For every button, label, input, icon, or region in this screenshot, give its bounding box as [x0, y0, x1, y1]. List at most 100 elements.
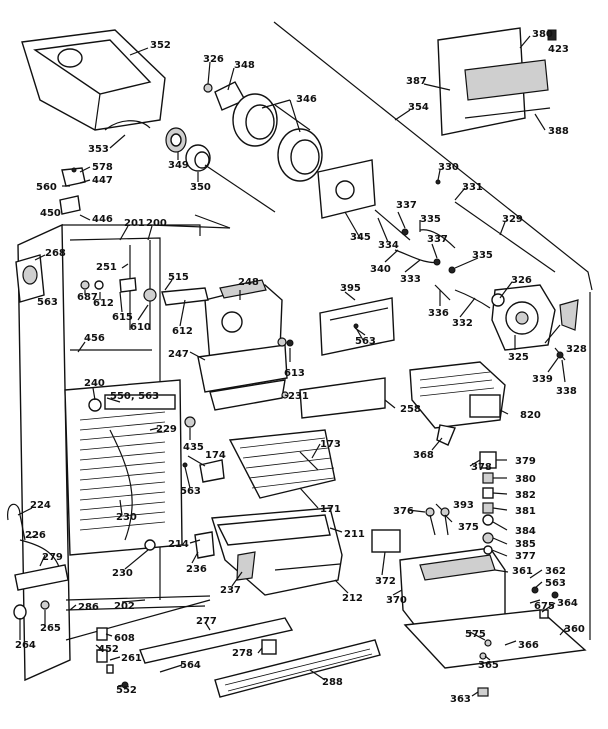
part-label: 230: [112, 568, 133, 579]
part-label: 363: [450, 694, 471, 705]
part-label: 340: [370, 264, 391, 275]
part-label: 333: [400, 274, 421, 285]
dispenser-housing: [197, 279, 294, 411]
part-label: 335: [472, 250, 493, 261]
part-label: 278: [232, 648, 253, 659]
part-label: 612: [93, 298, 114, 309]
part-label: 286: [78, 602, 99, 613]
part-label: 174: [205, 450, 226, 461]
part-label: 563: [545, 578, 566, 589]
linkage-rods: [374, 179, 556, 309]
part-label: 368: [413, 450, 434, 461]
part-label: 376: [393, 506, 414, 517]
part-label: 372: [375, 576, 396, 587]
part-label: 563: [355, 336, 376, 347]
part-label: 277: [196, 616, 217, 627]
part-label: 329: [502, 214, 523, 225]
part-label: 550, 563: [110, 391, 159, 402]
part-label: 226: [25, 530, 46, 541]
leader-lines: [17, 35, 567, 697]
part-label: 237: [220, 585, 241, 596]
part-label: 330: [438, 162, 459, 173]
part-label: 236: [186, 564, 207, 575]
part-label: 381: [515, 506, 536, 517]
bottom-rails: [139, 617, 381, 698]
part-label: 423: [548, 44, 569, 55]
part-label: 395: [340, 283, 361, 294]
part-label: 613: [284, 368, 305, 379]
part-label: 375: [458, 522, 479, 533]
part-label: 200: [146, 218, 167, 229]
part-label: 264: [15, 640, 36, 651]
control-panel: [319, 297, 395, 356]
part-label: 279: [42, 552, 63, 563]
part-label: 224: [30, 500, 51, 511]
part-label: 675: [534, 601, 555, 612]
part-label: 364: [557, 598, 578, 609]
auger-assembly: [165, 81, 323, 213]
part-label: 608: [114, 633, 135, 644]
part-label: 560: [36, 182, 57, 193]
part-label: 171: [320, 504, 341, 515]
part-label: 353: [88, 144, 109, 155]
part-label: 456: [84, 333, 105, 344]
part-label: 388: [548, 126, 569, 137]
part-label: 378: [471, 462, 492, 473]
part-label: 214: [168, 539, 189, 550]
dispenser-motor: [491, 284, 579, 361]
part-label: 578: [92, 162, 113, 173]
part-label: 446: [92, 214, 113, 225]
freezer-bin: [211, 507, 343, 596]
part-label: 338: [556, 386, 577, 397]
part-label: 265: [40, 623, 61, 634]
part-label: 435: [183, 442, 204, 453]
part-label: 515: [168, 272, 189, 283]
part-label: 288: [322, 677, 343, 688]
part-label: 552: [116, 685, 137, 696]
part-label: 212: [342, 593, 363, 604]
part-label: 610: [130, 322, 151, 333]
part-label: 687: [77, 292, 98, 303]
motor-bracket: [317, 159, 376, 219]
misc-parts: [80, 277, 559, 697]
part-label: 337: [396, 200, 417, 211]
part-label: 377: [515, 551, 536, 562]
part-label: 229: [156, 424, 177, 435]
part-label: 380: [515, 474, 536, 485]
part-label: 202: [114, 601, 135, 612]
part-label: 336: [428, 308, 449, 319]
part-label: 231: [288, 391, 309, 402]
part-label: 365: [478, 660, 499, 671]
part-label: 382: [515, 490, 536, 501]
part-label: 379: [515, 456, 536, 467]
part-label: 360: [564, 624, 585, 635]
part-label: 354: [408, 102, 429, 113]
part-label: 393: [453, 500, 474, 511]
part-label: 325: [508, 352, 529, 363]
part-label: 564: [180, 660, 201, 671]
part-label: 247: [168, 349, 189, 360]
part-label: 387: [406, 76, 427, 87]
part-label: 349: [168, 160, 189, 171]
part-label: 345: [350, 232, 371, 243]
part-label: 339: [532, 374, 553, 385]
part-label: 563: [180, 486, 201, 497]
part-label: 201: [124, 218, 145, 229]
part-label: 348: [234, 60, 255, 71]
left-small-parts: [7, 167, 129, 689]
part-label: 258: [400, 404, 421, 415]
part-label: 326: [511, 275, 532, 286]
part-label: 384: [515, 526, 536, 537]
part-label: 211: [344, 529, 365, 540]
part-label: 385: [515, 539, 536, 550]
part-label: 328: [566, 344, 587, 355]
part-label: 326: [203, 54, 224, 65]
part-labels: 352 326 348 346 380 423 387 354 388 578 …: [15, 29, 587, 705]
part-label: 350: [190, 182, 211, 193]
part-label: 335: [420, 214, 441, 225]
part-label: 248: [238, 277, 259, 288]
part-label: 362: [545, 566, 566, 577]
part-label: 173: [320, 439, 341, 450]
part-label: 450: [40, 208, 61, 219]
